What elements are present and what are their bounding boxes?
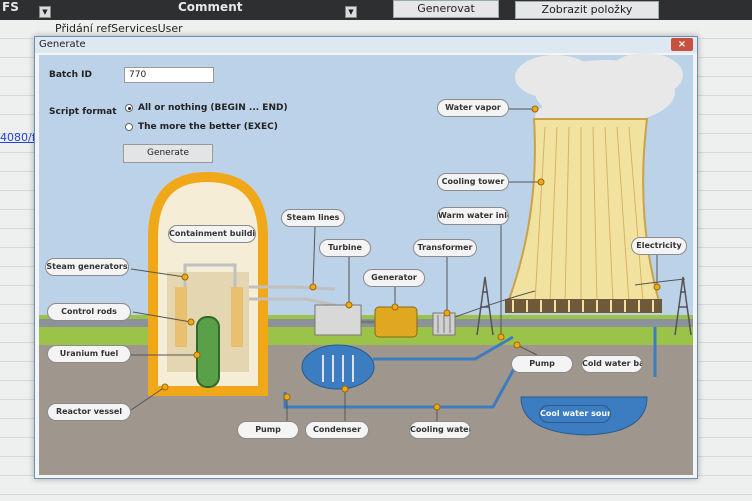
label-transformer: Transformer — [413, 239, 477, 257]
label-cool-water-source: Cool water source — [539, 405, 611, 423]
generate-button[interactable]: Generate — [123, 144, 213, 163]
radio-all-or-nothing[interactable] — [125, 104, 133, 112]
script-format-label: Script format — [49, 107, 117, 117]
cell-link[interactable]: 4080/f — [0, 131, 36, 144]
column-header-comment: Comment — [178, 0, 243, 14]
label-water-vapor: Water vapor — [437, 99, 509, 117]
label-containment-building: Containment building — [168, 225, 256, 243]
cell-comment: Přidání refServicesUser — [55, 22, 183, 35]
label-steam-generators: Steam generators — [45, 258, 129, 276]
label-steam-lines: Steam lines — [281, 209, 345, 227]
label-warm-water-inlet: Warm water inlet — [437, 207, 509, 225]
filter-dropdown-icon[interactable]: ▼ — [39, 6, 51, 18]
label-pump-right: Pump — [511, 355, 573, 373]
batch-id-label: Batch ID — [49, 70, 92, 80]
radio-all-or-nothing-label[interactable]: All or nothing (BEGIN ... END) — [138, 103, 288, 113]
label-cooling-tower: Cooling tower — [437, 173, 509, 191]
show-items-button[interactable]: Zobrazit položky — [515, 1, 659, 19]
label-cold-water-basin: Cold water basin — [581, 355, 643, 373]
close-icon[interactable]: × — [671, 38, 693, 51]
label-reactor-vessel: Reactor vessel — [47, 403, 131, 421]
spreadsheet-header-bar: FS ▼ Comment ▼ Generovat Zobrazit položk… — [0, 0, 752, 20]
label-cooling-water: Cooling water — [409, 421, 471, 439]
label-control-rods: Control rods — [47, 303, 131, 321]
radio-more-the-better-label[interactable]: The more the better (EXEC) — [138, 122, 278, 132]
generovat-button[interactable]: Generovat — [393, 0, 499, 18]
dialog-title-bar: Generate × — [35, 37, 697, 53]
label-turbine: Turbine — [319, 239, 371, 257]
label-pump-left: Pump — [237, 421, 299, 439]
label-uranium-fuel: Uranium fuel — [47, 345, 131, 363]
steam-cloud — [515, 53, 683, 135]
label-electricity: Electricity — [631, 237, 687, 255]
column-header-fs: FS — [2, 0, 19, 14]
radio-more-the-better[interactable] — [125, 123, 133, 131]
nuclear-plant-diagram — [39, 53, 693, 475]
label-generator: Generator — [363, 269, 425, 287]
dialog-title: Generate — [39, 39, 86, 50]
label-condenser: Condenser — [305, 421, 369, 439]
filter-dropdown-icon[interactable]: ▼ — [345, 6, 357, 18]
batch-id-input[interactable]: 770 — [124, 67, 214, 83]
generate-dialog: Generate × — [34, 36, 698, 479]
